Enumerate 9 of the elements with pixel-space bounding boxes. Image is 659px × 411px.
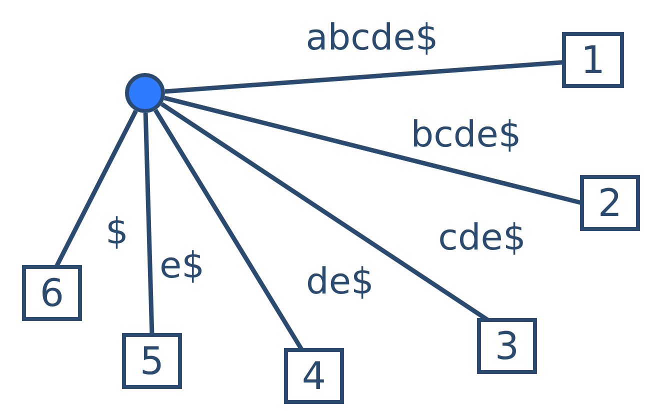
tree-edge (143, 112, 154, 336)
leaf-box: 2 (580, 175, 640, 231)
leaf-box: 1 (562, 32, 624, 88)
tree-edge (164, 60, 564, 94)
leaf-box: 5 (122, 333, 182, 389)
leaf-box: 6 (22, 265, 82, 321)
leaf-box: 4 (284, 348, 344, 404)
root-node-circle (125, 73, 165, 113)
leaf-box: 3 (477, 318, 537, 374)
